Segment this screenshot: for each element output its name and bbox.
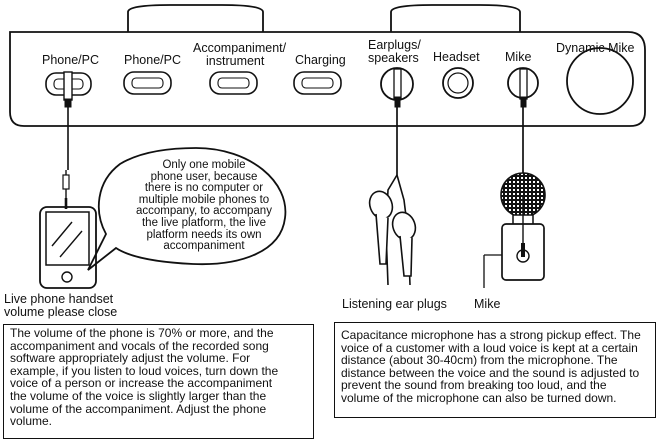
- note-line: accompaniment and vocals of the recorded…: [10, 338, 269, 353]
- port-accompaniment: [209, 71, 258, 95]
- note-line: Capacitance microphone has a strong pick…: [341, 328, 641, 342]
- note-line: volume of the microphone can also be tur…: [341, 390, 617, 405]
- note-line: volume of the accompaniment. Adjust the …: [10, 401, 267, 416]
- label-headset: Headset: [433, 50, 480, 64]
- top-knob-right: [390, 4, 521, 32]
- port-phone-pc-2: [123, 71, 172, 95]
- speech-bubble: [87, 147, 287, 271]
- note-line: prevent the sound from breaking too loud…: [341, 378, 607, 393]
- note-line: distance (about 30-40cm) from the microp…: [341, 353, 618, 368]
- port-headset: [442, 67, 474, 99]
- condenser-microphone: [500, 172, 546, 281]
- label-dynamic-mike: Dynamic Mike: [556, 41, 635, 55]
- note-microphone: Capacitance microphone has a strong pick…: [334, 322, 656, 418]
- phone-illustration: [39, 206, 97, 289]
- bubble-line: there is no computer or: [144, 182, 264, 195]
- caption-mike: Mike: [474, 297, 501, 311]
- earbud-left: [368, 190, 394, 265]
- label-earplugs-2: speakers: [368, 51, 419, 65]
- bubble-line: accompaniment: [163, 240, 245, 253]
- note-line: voice of a customer with a loud voice is…: [341, 340, 638, 355]
- bubble-line: the live platform, the live: [141, 216, 266, 229]
- caption-earplugs: Listening ear plugs: [342, 297, 447, 311]
- label-earplugs-1: Earplugs/: [368, 38, 421, 52]
- label-phone-pc-2: Phone/PC: [124, 53, 181, 67]
- note-line: example, if you listen to loud voices, t…: [10, 363, 279, 378]
- note-line: volume.: [10, 414, 53, 429]
- note-line: voice of a person or increase the accomp…: [10, 376, 273, 391]
- port-dynamic-mike: [566, 47, 634, 115]
- note-line: the volume of the voice is slightly larg…: [10, 388, 267, 403]
- note-line: The volume of the phone is 70% or more, …: [10, 326, 274, 340]
- port-charging: [293, 71, 342, 95]
- sound-card-body: [9, 31, 646, 127]
- top-knob-left: [127, 4, 264, 32]
- bubble-line: platform needs its own: [146, 228, 262, 241]
- label-accompaniment-2: instrument: [206, 54, 265, 68]
- caption-phone-1: Live phone handset: [4, 292, 114, 306]
- label-charging: Charging: [295, 53, 346, 67]
- note-line: software appropriately adjust the volume…: [10, 351, 251, 366]
- bubble-text: Only one mobile phone user, because ther…: [116, 159, 292, 253]
- label-accompaniment-1: Accompaniment/: [193, 41, 287, 55]
- bubble-line: accompany, to accompany: [136, 205, 272, 218]
- note-line: distance between the voice and the sound…: [341, 365, 640, 380]
- label-mike: Mike: [505, 50, 532, 64]
- note-phone-volume: The volume of the phone is 70% or more, …: [3, 324, 314, 439]
- bubble-line: Only one mobile: [162, 159, 246, 171]
- bubble-line: phone user, because: [150, 170, 258, 183]
- caption-phone-2: volume please close: [4, 305, 118, 319]
- label-phone-pc-1: Phone/PC: [42, 53, 99, 67]
- earbud-right: [391, 211, 417, 277]
- bubble-line: multiple mobile phones to: [138, 193, 270, 206]
